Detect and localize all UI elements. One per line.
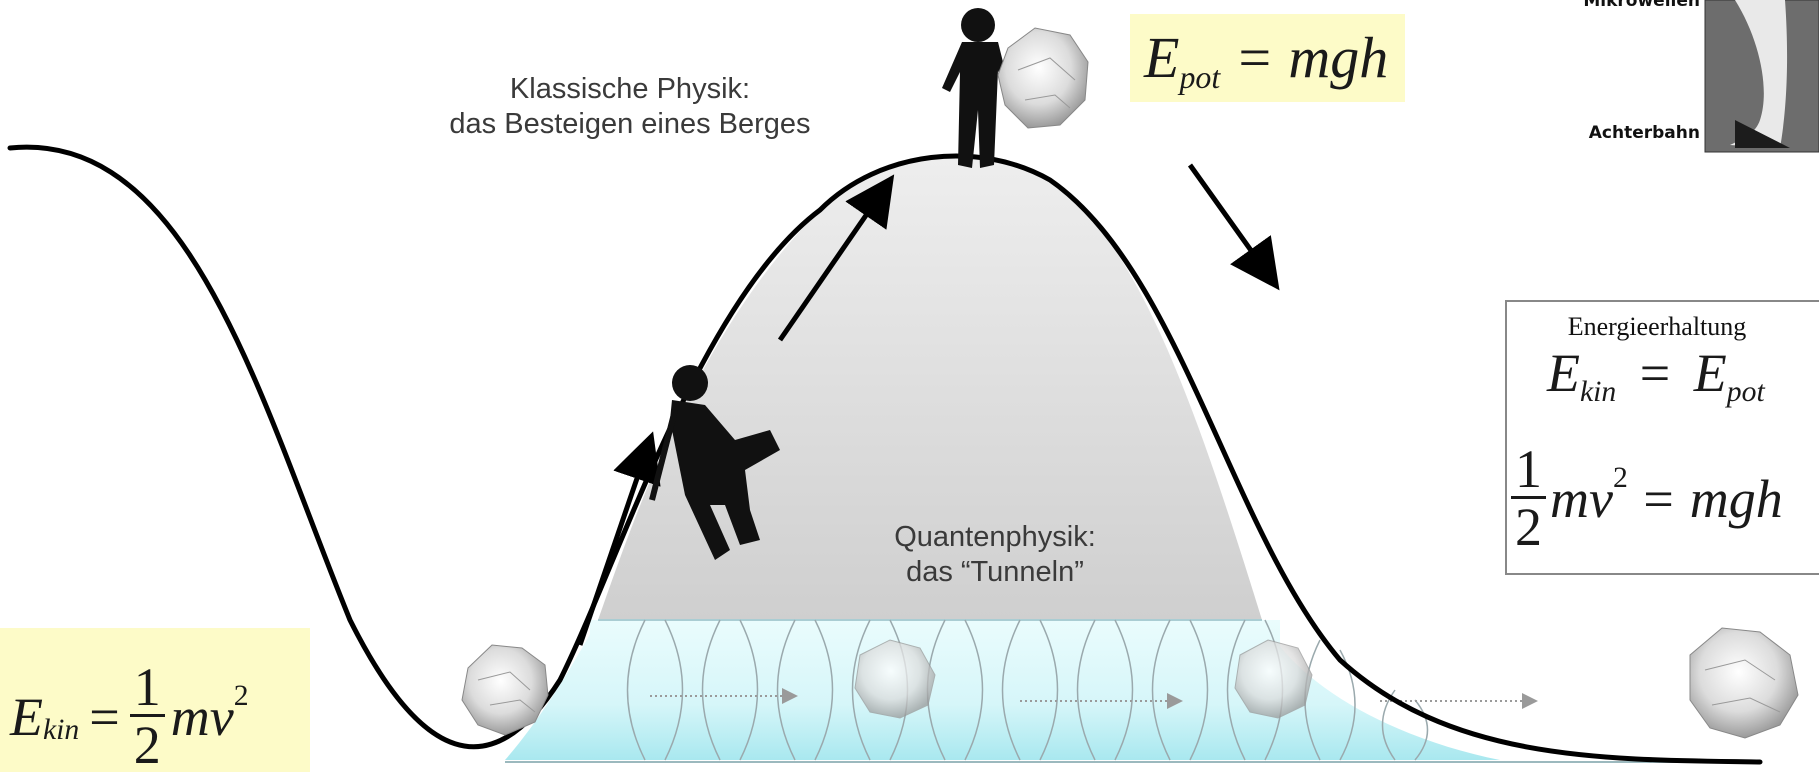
classic-physics-label: Klassische Physik: das Besteigen eines B… (330, 72, 930, 142)
ekin-fraction: 1 2 (129, 660, 165, 775)
conservation-title: Energieerhaltung (1567, 312, 1747, 341)
paper-ball-summit (997, 27, 1089, 129)
conservation-eq1: Ekin = Epot (1547, 342, 1765, 408)
epot-subscript: pot (1179, 60, 1221, 96)
ekin-superscript: 2 (233, 679, 249, 712)
eq1-rhs-sub: pot (1726, 376, 1765, 409)
epot-symbol: E (1144, 25, 1180, 90)
potential-energy-formula: Epot = mgh (1130, 14, 1405, 102)
ekin-frac-num: 1 (129, 660, 165, 717)
ekin-frac-den: 2 (133, 715, 161, 775)
photo-caption-bottom: Achterbahn (1588, 123, 1700, 143)
classic-physics-line2: das Besteigen eines Berges (449, 108, 811, 140)
climber-figure (649, 365, 780, 560)
eq2-superscript: 2 (1612, 461, 1628, 494)
arrow-up-upper (777, 174, 895, 342)
summit-figure (942, 8, 1010, 168)
ekin-mv: mv (170, 686, 234, 747)
eq1-lhs: E (1547, 343, 1580, 403)
paper-ball-right (1689, 627, 1799, 739)
classic-physics-line1: Klassische Physik: (509, 73, 751, 105)
eq1-lhs-sub: kin (1580, 376, 1617, 409)
epot-rhs: = mgh (1234, 25, 1389, 90)
ekin-subscript: kin (43, 713, 80, 746)
quantum-physics-label: Quantenphysik: das “Tunneln” (845, 520, 1145, 590)
ekin-equals: = (89, 686, 120, 747)
paper-ball-left (461, 644, 549, 736)
potential-curve (7, 144, 1763, 765)
quantum-physics-line2: das “Tunneln” (906, 556, 1084, 588)
ekin-symbol: E (10, 686, 43, 747)
eq2-frac-den: 2 (1515, 497, 1542, 557)
paper-ball-tunnel-1 (854, 639, 936, 719)
eq2-fraction: 1 2 (1511, 442, 1546, 556)
eq1-rhs: E (1693, 343, 1727, 403)
photo-inset-image (1704, 0, 1819, 153)
quantum-physics-line1: Quantenphysik: (894, 521, 1096, 553)
photo-caption-top: Mikrowellen (1583, 0, 1700, 11)
tunnel-band (590, 620, 1280, 760)
tunnel-left-wedge (505, 620, 598, 760)
arrow-down (1187, 163, 1280, 291)
tunnel-right-wedge (1262, 620, 1500, 760)
eq2-rhs: = mgh (1639, 468, 1783, 529)
mountain-fill (598, 156, 1262, 620)
tunnel-dotted-arrows (650, 688, 1538, 709)
paper-ball-tunnel-2 (1234, 639, 1313, 719)
eq2-mv: mv (1550, 468, 1613, 529)
eq1-equals: = (1639, 343, 1671, 403)
arrow-up-lower (577, 431, 661, 646)
eq2-frac-num: 1 (1511, 442, 1546, 499)
